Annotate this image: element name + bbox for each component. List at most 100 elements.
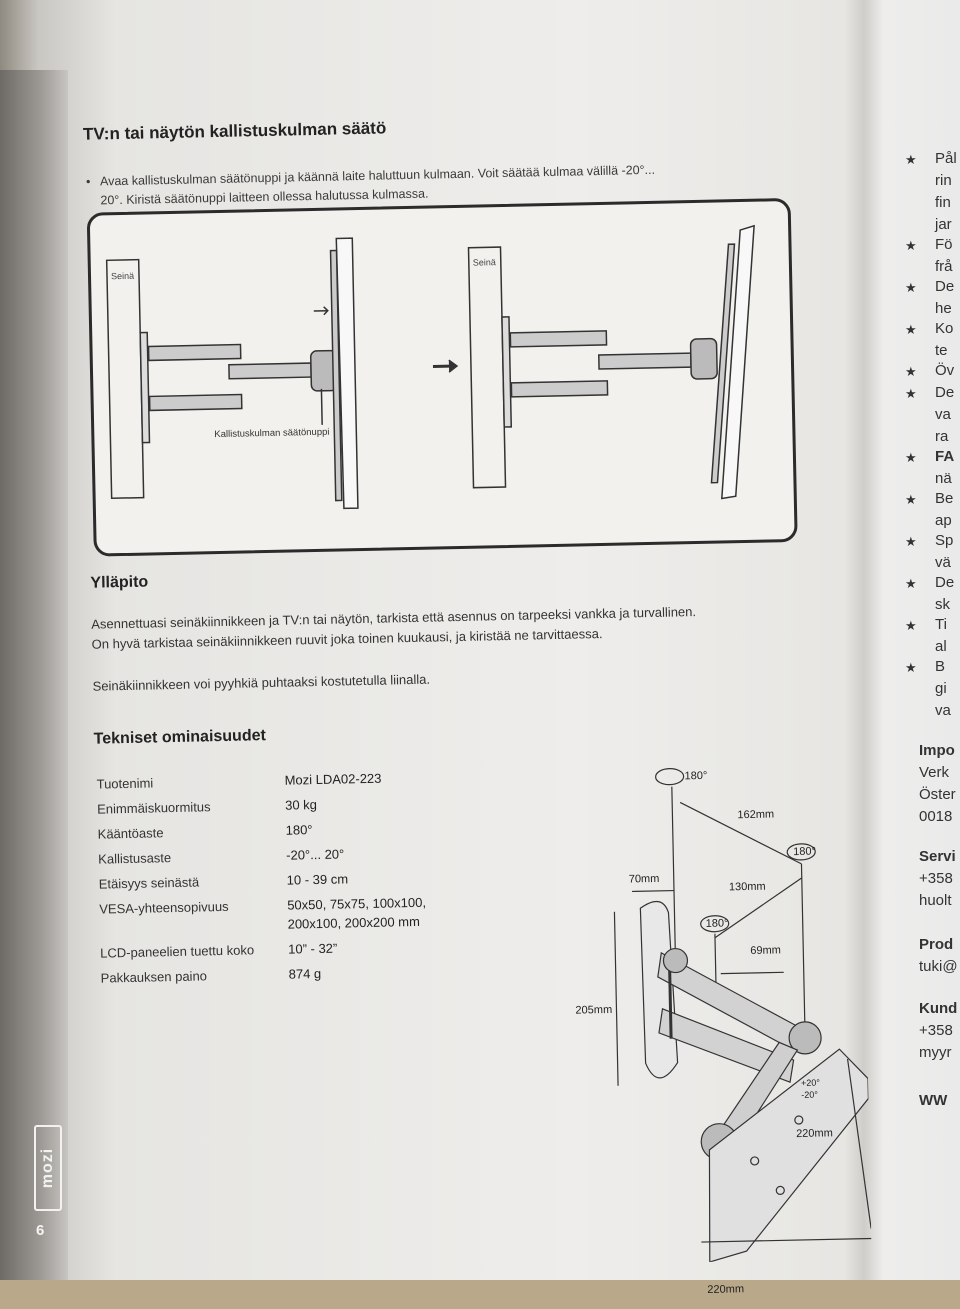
spec-label: Enimmäiskuormitus (97, 799, 211, 817)
star-icon: ★ (905, 534, 917, 549)
specs-table: Tuotenimi Mozi LDA02-223 Enimmäiskuormitu… (96, 768, 431, 994)
tilt-section-title: TV:n tai näytön kallistuskulman säätö (82, 118, 387, 144)
facing-text: Fö (935, 236, 953, 253)
facing-text: frå (935, 258, 953, 275)
left-wall-illustration (105, 258, 145, 500)
dimension-220-bottom: 220mm (707, 1283, 745, 1296)
dimension-130: 130mm (728, 880, 766, 894)
importer-line: Verk (919, 764, 950, 781)
spec-label: Kallistusaste (98, 850, 172, 867)
rotation-label: 180° (705, 917, 729, 930)
website-line: WW (919, 1092, 948, 1109)
facing-text: Ko (935, 320, 954, 337)
facing-text: jar (935, 216, 952, 233)
dimension-205: 205mm (575, 1003, 613, 1017)
importer-line: Öster (919, 786, 956, 803)
maintenance-text: Asennettuasi seinäkiinnikkeen ja TV:n ta… (91, 599, 832, 654)
spec-label: VESA-yhteensopivuus (99, 898, 229, 917)
maintenance-title: Ylläpito (90, 573, 149, 592)
spec-label: Tuotenimi (96, 775, 154, 792)
facing-text: gi (935, 680, 947, 697)
tilt-positive-label: +20° (800, 1077, 821, 1088)
facing-text: De (935, 574, 955, 591)
facing-text: he (935, 300, 952, 317)
wall-label-right: Seinä (472, 257, 496, 268)
importer-heading: Impo (919, 742, 955, 759)
spec-value: 874 g (288, 965, 322, 982)
facing-text: ap (935, 512, 952, 529)
spec-value: Mozi LDA02-223 (284, 770, 382, 788)
sidebar-strip (0, 70, 68, 1280)
facing-text: B (935, 658, 946, 675)
facing-text: ra (935, 428, 949, 445)
star-icon: ★ (905, 386, 917, 401)
rotation-icon (786, 843, 816, 861)
facing-text: FA (935, 448, 955, 465)
tilt-negative-label: -20° (801, 1089, 819, 1100)
facing-text: Pål (935, 150, 957, 167)
spec-row: Pakkauksen paino 874 g (101, 962, 431, 988)
star-icon: ★ (905, 238, 917, 253)
service-line: huolt (919, 892, 952, 909)
star-icon: ★ (905, 450, 917, 465)
spec-value: -20°... 20° (286, 846, 345, 863)
product-heading: Prod (919, 936, 954, 953)
tilt-instruction-line1: Avaa kallistuskulman säätönuppi ja käänn… (99, 162, 656, 189)
spec-row: Tuotenimi Mozi LDA02-223 (96, 768, 426, 794)
spec-value: 30 kg (284, 797, 318, 813)
facing-text: va (935, 406, 951, 423)
facing-text: vä (935, 554, 951, 571)
spec-value: 10 - 39 cm (286, 871, 349, 888)
tilt-diagram: Seinä Seinä Kallistuskulman säätönuppi (86, 197, 798, 557)
facing-text: nä (935, 470, 952, 487)
dimension-162: 162mm (737, 808, 775, 822)
wall-label-left: Seinä (110, 270, 135, 282)
dimension-69: 69mm (750, 944, 781, 957)
right-wall-illustration (467, 246, 507, 489)
spec-label: Kääntöaste (97, 825, 164, 842)
facing-text: fin (935, 194, 951, 211)
facing-text: te (935, 342, 948, 359)
dimension-220-side: 220mm (796, 1127, 833, 1141)
star-icon: ★ (905, 492, 917, 507)
spec-row: Enimmäiskuormitus 30 kg (97, 793, 427, 819)
facing-text: De (935, 384, 955, 401)
dimension-70: 70mm (628, 872, 660, 886)
facing-text: va (935, 702, 951, 719)
spec-label: LCD-paneelien tuettu koko (100, 942, 255, 961)
facing-text: Sp (935, 532, 954, 549)
tilt-instruction-line2: 20°. Kiristä säätönuppi laitteen ollessa… (100, 186, 429, 208)
spec-label: Pakkauksen paino (100, 968, 208, 986)
service-line: +358 (919, 870, 953, 887)
spec-label: Etäisyys seinästä (98, 874, 200, 892)
facing-text: Öv (935, 362, 955, 379)
facing-text: Be (935, 490, 954, 507)
customer-line: +358 (919, 1022, 953, 1039)
rotation-icon (655, 768, 685, 786)
facing-text: rin (935, 172, 952, 189)
brand-logo-text: mozi (39, 1147, 57, 1189)
spec-row: Etäisyys seinästä 10 - 39 cm (99, 868, 429, 894)
spec-row: Kallistusaste -20°... 20° (98, 843, 428, 869)
star-icon: ★ (905, 364, 917, 379)
specs-title: Tekniset ominaisuudet (93, 727, 267, 748)
facing-page-edge: ★ Pål rin fin jar ★ Fö frå ★ De he ★ Ko te ★… (905, 130, 960, 1130)
facing-text: sk (935, 596, 950, 613)
star-icon: ★ (905, 280, 917, 295)
manual-page: TV:n tai näytön kallistuskulman säätö • A… (72, 69, 877, 1296)
product-line: tuki@ (919, 958, 958, 975)
spec-value: 10” - 32” (287, 940, 338, 957)
bullet-icon: • (85, 174, 91, 189)
star-icon: ★ (905, 576, 917, 591)
facing-text: Ti (935, 616, 947, 633)
star-icon: ★ (905, 618, 917, 633)
service-heading: Servi (919, 848, 956, 865)
importer-line: 0018 (919, 808, 953, 825)
brand-logo: mozi (34, 1125, 62, 1211)
dimension-diagram (613, 768, 872, 1263)
rotation-label: 180° (793, 845, 817, 859)
star-icon: ★ (905, 322, 917, 337)
star-icon: ★ (905, 660, 917, 675)
